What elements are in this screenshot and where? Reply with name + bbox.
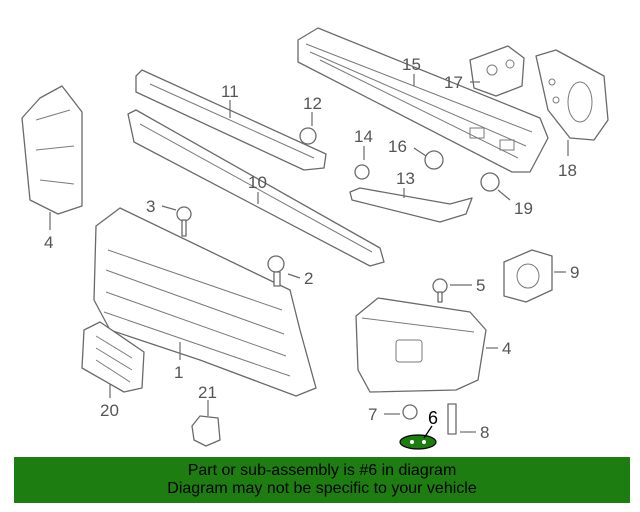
info-banner: Part or sub-assembly is #6 in diagram Di… [14, 457, 630, 503]
part-4-left-side [21, 85, 83, 215]
callout-2: 2 [304, 269, 313, 288]
callout-21: 21 [198, 383, 217, 402]
callout-4-left: 4 [44, 233, 53, 252]
part-18-side-bracket [535, 49, 609, 141]
part-6-highlighted [399, 434, 437, 450]
part-9-fog-cover [503, 249, 553, 303]
part-10-retainer [127, 109, 385, 267]
callout-13: 13 [396, 169, 415, 188]
callout-12: 12 [303, 94, 322, 113]
callout-14: 14 [354, 127, 373, 146]
callout-15: 15 [402, 55, 421, 74]
part-17-bracket [469, 45, 525, 97]
parts-diagram: 11 12 15 17 18 14 16 13 19 10 3 2 5 9 4 … [21, 27, 609, 450]
callout-7: 7 [368, 405, 377, 424]
callout-18: 18 [558, 161, 577, 180]
fasteners [176, 127, 500, 435]
part-21-clip [191, 415, 221, 447]
callout-6: 6 [428, 408, 438, 428]
leader-lines [49, 74, 569, 439]
part-1-grille [93, 207, 317, 397]
callout-17: 17 [444, 73, 463, 92]
part-20-plate-bracket [81, 321, 145, 393]
callout-16: 16 [388, 137, 407, 156]
part-11-upper-bracket [135, 69, 327, 171]
callout-20: 20 [100, 401, 119, 420]
callout-5: 5 [476, 276, 485, 295]
part-15-reinforcement-beam [297, 27, 549, 173]
callout-10: 10 [248, 173, 267, 192]
callout-19: 19 [514, 199, 533, 218]
callout-1: 1 [174, 363, 183, 382]
callout-4-right: 4 [502, 339, 511, 358]
banner-line-2: Diagram may not be specific to your vehi… [167, 480, 477, 497]
part-13-molding [349, 187, 473, 223]
part-4-right-bumper-end [355, 297, 487, 393]
callout-11: 11 [221, 82, 239, 101]
callout-3: 3 [146, 197, 155, 216]
callout-9: 9 [570, 263, 579, 282]
callout-8: 8 [480, 423, 489, 442]
banner-line-1: Part or sub-assembly is #6 in diagram [187, 462, 457, 479]
